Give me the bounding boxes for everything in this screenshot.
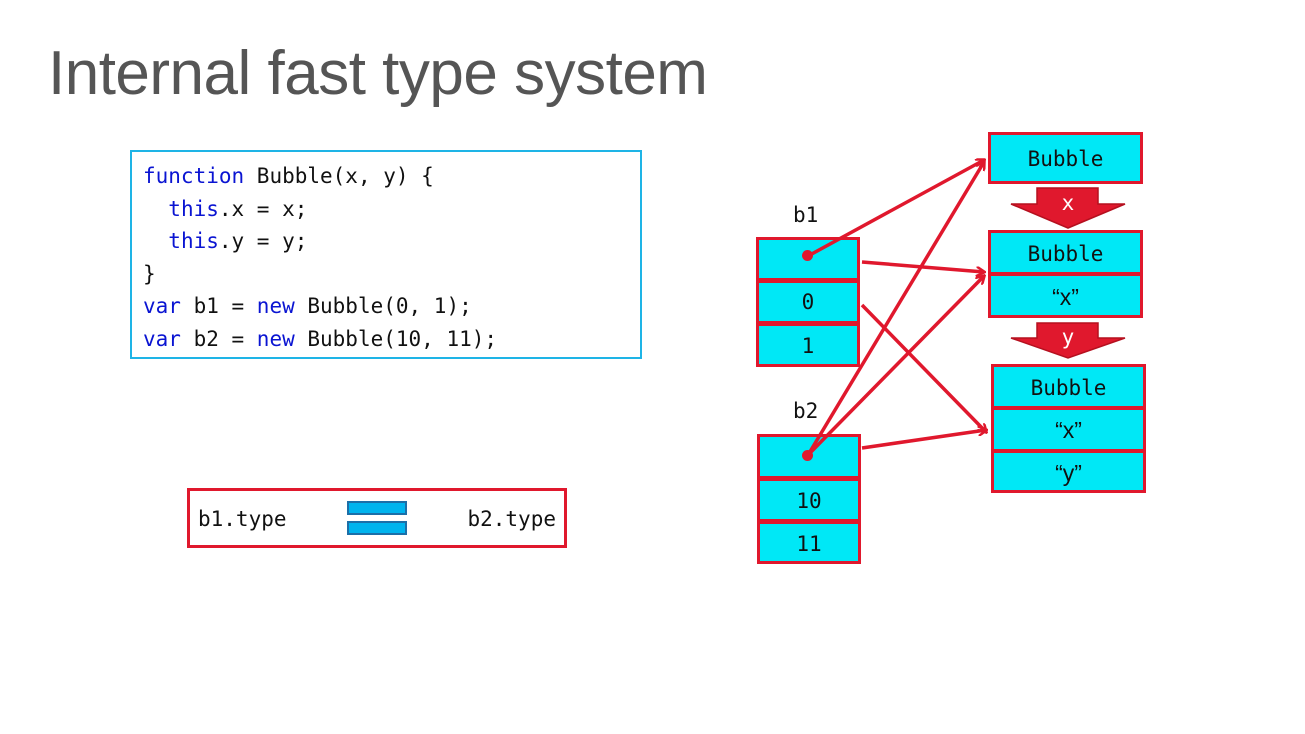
code-text: } bbox=[143, 261, 156, 286]
code-line: this.y = y; bbox=[143, 225, 640, 258]
code-text: .y = y; bbox=[218, 229, 308, 254]
code-text: b2 = bbox=[180, 326, 257, 351]
b2-x-value-cell: 10 bbox=[757, 478, 861, 522]
b2-y-value-cell: 11 bbox=[757, 521, 861, 564]
transition-x-arrow bbox=[1010, 187, 1126, 229]
equals-sign-bottom-bar bbox=[347, 521, 407, 535]
code-block: function Bubble(x, y) { this.x = x; this… bbox=[130, 150, 642, 359]
b2-to-hc1-arrow bbox=[806, 276, 984, 457]
hidden-class-2-y-cell: “y” bbox=[991, 450, 1146, 493]
b2-label: b2 bbox=[793, 399, 819, 423]
b1-x-value-cell: 0 bbox=[756, 280, 860, 324]
code-keyword: this bbox=[168, 229, 219, 254]
b1-label: b1 bbox=[793, 203, 819, 227]
code-line: function Bubble(x, y) { bbox=[143, 160, 640, 193]
code-text: .x = x; bbox=[218, 196, 308, 221]
b1-to-hc2-arrow bbox=[860, 303, 986, 432]
hidden-class-0-name-cell: Bubble bbox=[988, 132, 1143, 184]
code-keyword: this bbox=[168, 196, 219, 221]
hidden-class-2-name-cell: Bubble bbox=[991, 364, 1146, 409]
code-keyword: var bbox=[143, 294, 181, 319]
b1-type-label: b1.type bbox=[198, 507, 287, 531]
b1-y-value-cell: 1 bbox=[756, 323, 860, 367]
code-keyword: new bbox=[256, 326, 295, 351]
code-line: } bbox=[143, 258, 640, 291]
b1-to-hc1-arrow bbox=[861, 260, 984, 272]
b1-type-arrow bbox=[807, 160, 984, 258]
code-text: Bubble(x, y) { bbox=[244, 164, 434, 188]
code-keyword: new bbox=[256, 294, 295, 319]
transition-y-label: y bbox=[1061, 325, 1075, 349]
code-keyword: function bbox=[143, 164, 245, 188]
b2-type-arrow bbox=[861, 430, 986, 450]
code-line: var b2 = new Bubble(10, 11); bbox=[143, 323, 640, 356]
b1-pointer-dot bbox=[802, 250, 813, 261]
transition-x-label: x bbox=[1061, 191, 1075, 215]
b2-type-label: b2.type bbox=[467, 507, 556, 531]
code-text: Bubble(0, 1); bbox=[294, 294, 472, 319]
transition-y-arrow bbox=[1010, 322, 1126, 359]
code-line: this.x = x; bbox=[143, 193, 640, 226]
code-text: b1 = bbox=[180, 294, 257, 319]
equals-sign-top-bar bbox=[347, 501, 407, 515]
hidden-class-1-x-cell: “x” bbox=[988, 273, 1143, 318]
code-keyword: var bbox=[143, 326, 181, 351]
code-line: var b1 = new Bubble(0, 1); bbox=[143, 290, 640, 323]
page-title: Internal fast type system bbox=[48, 39, 708, 108]
code-text: Bubble(10, 11); bbox=[294, 326, 498, 351]
b2-pointer-dot bbox=[802, 450, 813, 461]
type-comparison-box: b1.type b2.type bbox=[187, 488, 567, 548]
b2-to-hc0-arrow bbox=[806, 162, 984, 456]
